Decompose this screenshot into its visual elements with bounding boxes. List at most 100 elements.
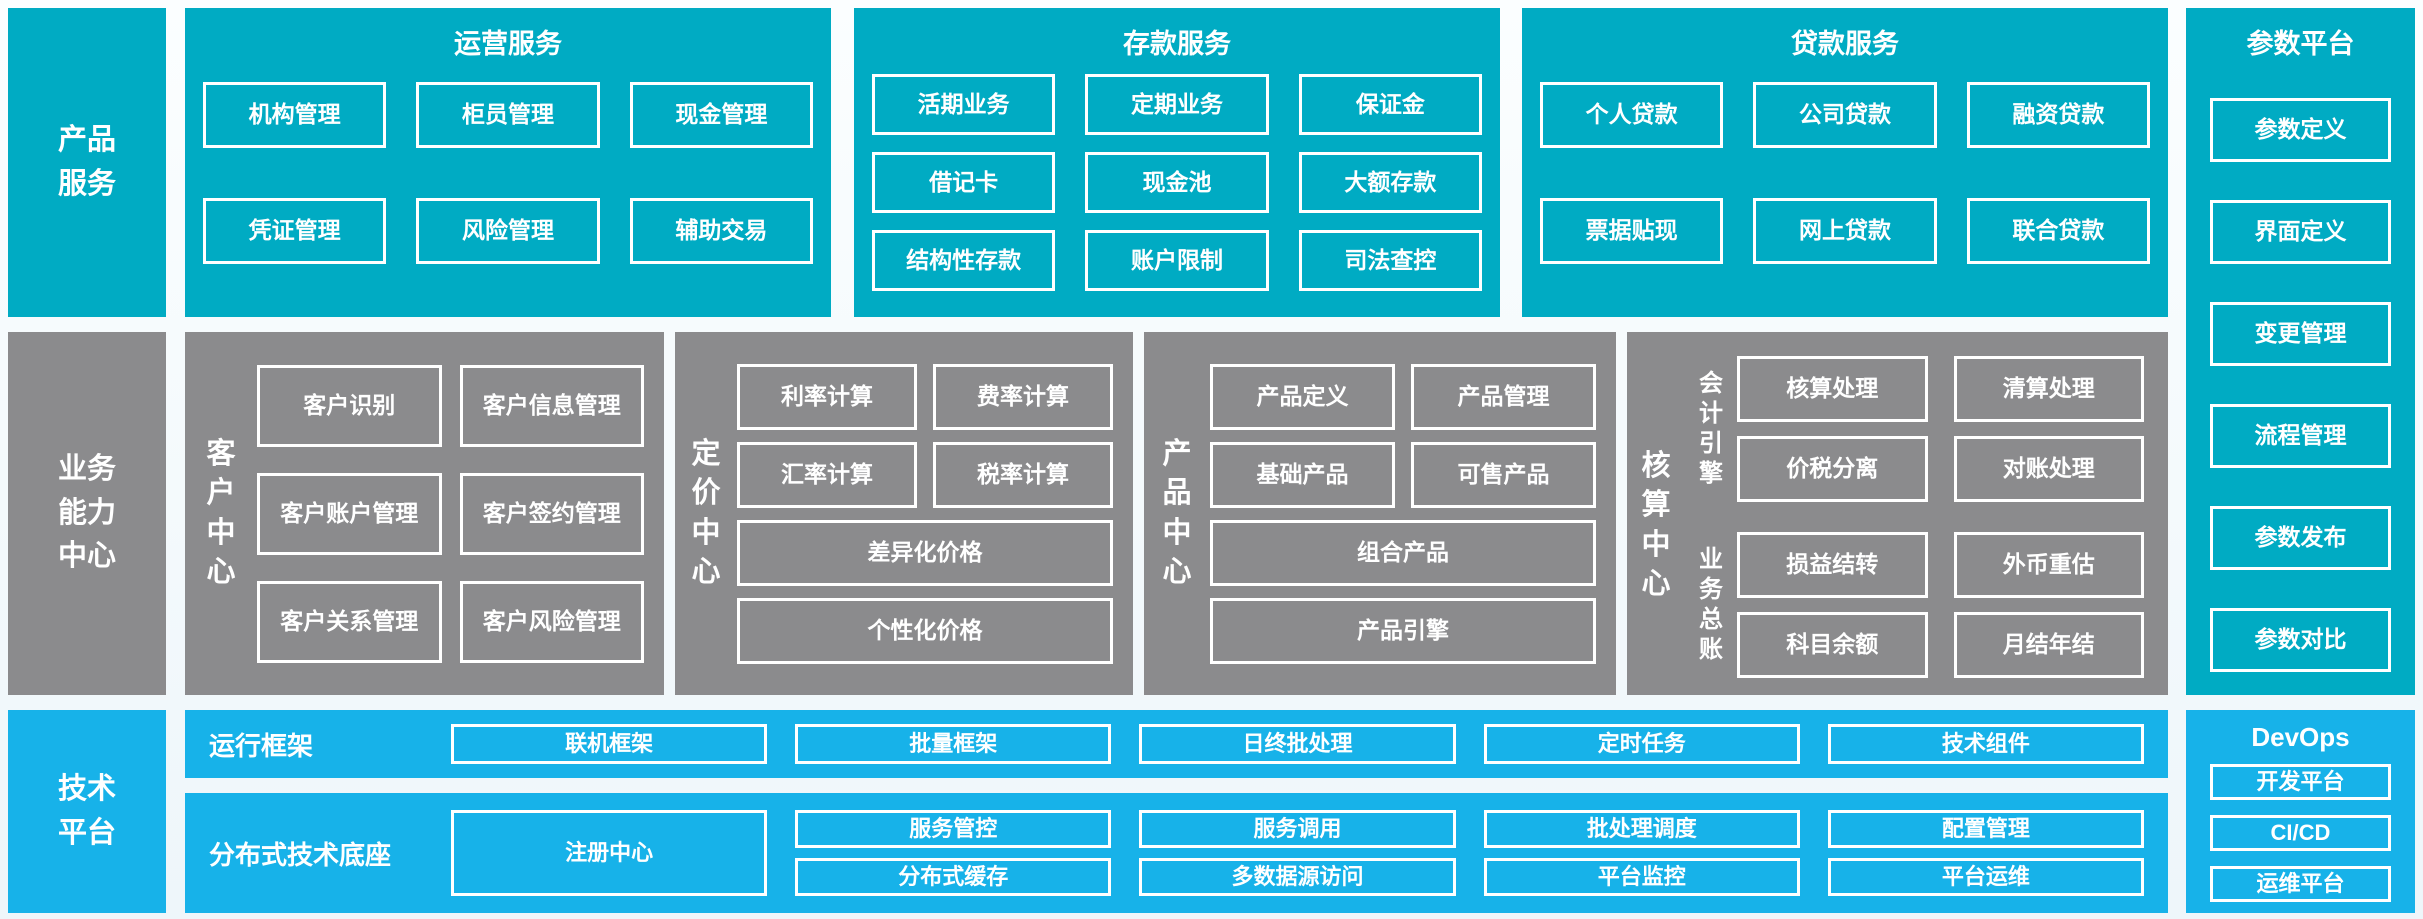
- margin-deposit-box: 保证金: [1298, 74, 1482, 135]
- personal-loan-box: 个人贷款: [1540, 82, 1724, 148]
- devops-boxes: 开发平台 CI/CD 运维平台: [2210, 764, 2391, 902]
- deposit-services-title: 存款服务: [1123, 29, 1231, 59]
- accounting-engine-label: 会 计 引 擎: [1699, 370, 1723, 487]
- customer-identification-box: 客户识别: [257, 365, 442, 447]
- institution-management-box: 机构管理: [203, 82, 387, 148]
- devops-title: DevOps: [2251, 722, 2350, 752]
- debit-card-box: 借记卡: [872, 152, 1056, 213]
- operations-services-group: 运营服务 机构管理 柜员管理 现金管理 凭证管理 风险管理 辅助交易: [185, 8, 831, 317]
- corporate-loan-box: 公司贷款: [1753, 82, 1937, 148]
- voucher-management-box: 凭证管理: [203, 198, 387, 264]
- eod-batch-box: 日终批处理: [1139, 724, 1456, 764]
- registry-center-box: 注册中心: [451, 810, 768, 896]
- tax-rate-calc-box: 税率计算: [933, 442, 1113, 508]
- business-capability-rail-label: 业务 能力 中心: [8, 332, 166, 695]
- accounting-engine-subgroup: 会 计 引 擎 核算处理 清算处理 价税分离 对账处理: [1685, 356, 2144, 502]
- reconciliation-processing-box: 对账处理: [1953, 436, 2144, 502]
- batch-framework-box: 批量框架: [795, 724, 1112, 764]
- operations-services-title: 运营服务: [454, 29, 562, 59]
- process-management-box: 流程管理: [2210, 404, 2391, 468]
- parameter-definition-box: 参数定义: [2210, 98, 2391, 162]
- account-restriction-box: 账户限制: [1085, 230, 1269, 291]
- parameter-compare-box: 参数对比: [2210, 608, 2391, 672]
- scheduled-task-box: 定时任务: [1483, 724, 1800, 764]
- sellable-product-box: 可售产品: [1411, 442, 1596, 508]
- pricing-center-label: 定 价 中 心: [691, 438, 721, 588]
- operations-services-grid: 机构管理 柜员管理 现金管理 凭证管理 风险管理 辅助交易: [203, 82, 813, 264]
- customer-center-group: 客 户 中 心 客户识别 客户信息管理 客户账户管理 客户签约管理 客户关系管理…: [185, 332, 664, 695]
- structured-deposit-box: 结构性存款: [872, 230, 1056, 291]
- pricing-center-group: 定 价 中 心 利率计算 费率计算 汇率计算 税率计算 差异化价格 个性化价格: [675, 332, 1133, 695]
- distributed-base-panel: 分布式技术底座 注册中心 服务管控 服务调用 批处理调度 配置管理 分布式缓存 …: [185, 793, 2168, 913]
- business-ledger-grid: 损益结转 外币重估 科目余额 月结年结: [1737, 532, 2144, 678]
- accounting-center-label: 核 算 中 心: [1641, 450, 1671, 600]
- online-loan-box: 网上贷款: [1753, 198, 1937, 264]
- time-deposit-box: 定期业务: [1085, 74, 1269, 135]
- exchange-rate-calc-box: 汇率计算: [737, 442, 917, 508]
- product-center-grid: 产品定义 产品管理 基础产品 可售产品 组合产品 产品引擎: [1210, 332, 1596, 695]
- judicial-control-box: 司法查控: [1298, 230, 1482, 291]
- interest-rate-calc-box: 利率计算: [737, 364, 917, 430]
- devops-group: DevOps 开发平台 CI/CD 运维平台: [2186, 710, 2415, 913]
- parameter-platform-title: 参数平台: [2246, 29, 2355, 59]
- platform-monitoring-box: 平台监控: [1483, 858, 1800, 896]
- distributed-base-grid: 注册中心 服务管控 服务调用 批处理调度 配置管理 分布式缓存 多数据源访问 平…: [451, 810, 2144, 896]
- customer-info-management-box: 客户信息管理: [459, 365, 644, 447]
- cash-pool-box: 现金池: [1085, 152, 1269, 213]
- product-center-group: 产 品 中 心 产品定义 产品管理 基础产品 可售产品 组合产品 产品引擎: [1144, 332, 1616, 695]
- product-management-box: 产品管理: [1411, 364, 1596, 430]
- runtime-framework-grid: 联机框架 批量框架 日终批处理 定时任务 技术组件: [451, 724, 2144, 764]
- loan-services-title: 贷款服务: [1791, 29, 1899, 59]
- tech-platform-rail-label: 技术 平台: [8, 710, 166, 913]
- profit-loss-carryover-box: 损益结转: [1737, 532, 1928, 598]
- syndicated-loan-box: 联合贷款: [1966, 198, 2150, 264]
- demand-deposit-box: 活期业务: [872, 74, 1056, 135]
- platform-ops-box: 平台运维: [1827, 858, 2144, 896]
- risk-management-box: 风险管理: [416, 198, 600, 264]
- product-definition-box: 产品定义: [1210, 364, 1395, 430]
- base-product-box: 基础产品: [1210, 442, 1395, 508]
- accounting-center-column: 会 计 引 擎 核算处理 清算处理 价税分离 对账处理 业 务 总 账 损益结转…: [1685, 356, 2144, 695]
- differentiated-pricing-box: 差异化价格: [737, 520, 1113, 586]
- personalized-pricing-box: 个性化价格: [737, 598, 1113, 664]
- month-year-end-close-box: 月结年结: [1953, 612, 2144, 678]
- customer-center-grid: 客户识别 客户信息管理 客户账户管理 客户签约管理 客户关系管理 客户风险管理: [257, 332, 644, 695]
- account-balance-box: 科目余额: [1737, 612, 1928, 678]
- accounting-processing-box: 核算处理: [1737, 356, 1928, 422]
- product-engine-box: 产品引擎: [1210, 598, 1596, 664]
- loan-services-group: 贷款服务 个人贷款 公司贷款 融资贷款 票据贴现 网上贷款 联合贷款: [1522, 8, 2168, 317]
- customer-center-label: 客 户 中 心: [206, 438, 236, 588]
- config-management-box: 配置管理: [1827, 810, 2144, 848]
- distributed-cache-box: 分布式缓存: [795, 858, 1112, 896]
- customer-risk-management-box: 客户风险管理: [459, 581, 644, 663]
- fee-rate-calc-box: 费率计算: [933, 364, 1113, 430]
- price-tax-separation-box: 价税分离: [1737, 436, 1928, 502]
- composite-product-box: 组合产品: [1210, 520, 1596, 586]
- fx-revaluation-box: 外币重估: [1953, 532, 2144, 598]
- tech-component-box: 技术组件: [1827, 724, 2144, 764]
- ci-cd-box: CI/CD: [2210, 815, 2391, 851]
- batch-scheduling-box: 批处理调度: [1483, 810, 1800, 848]
- service-invocation-box: 服务调用: [1139, 810, 1456, 848]
- business-ledger-label: 业 务 总 账: [1699, 546, 1723, 663]
- change-management-box: 变更管理: [2210, 302, 2391, 366]
- online-framework-box: 联机框架: [451, 724, 768, 764]
- parameter-release-box: 参数发布: [2210, 506, 2391, 570]
- large-deposit-box: 大额存款: [1298, 152, 1482, 213]
- runtime-framework-panel: 运行框架 联机框架 批量框架 日终批处理 定时任务 技术组件: [185, 710, 2168, 778]
- cash-management-box: 现金管理: [629, 82, 813, 148]
- accounting-engine-grid: 核算处理 清算处理 价税分离 对账处理: [1737, 356, 2144, 502]
- deposit-services-grid: 活期业务 定期业务 保证金 借记卡 现金池 大额存款 结构性存款 账户限制 司法…: [872, 74, 1482, 291]
- product-center-label: 产 品 中 心: [1162, 438, 1192, 588]
- customer-relationship-management-box: 客户关系管理: [257, 581, 442, 663]
- auxiliary-transaction-box: 辅助交易: [629, 198, 813, 264]
- deposit-services-group: 存款服务 活期业务 定期业务 保证金 借记卡 现金池 大额存款 结构性存款 账户…: [854, 8, 1500, 317]
- accounting-center-group: 核 算 中 心 会 计 引 擎 核算处理 清算处理 价税分离 对账处理 业 务 …: [1627, 332, 2168, 695]
- pricing-center-grid: 利率计算 费率计算 汇率计算 税率计算 差异化价格 个性化价格: [737, 332, 1113, 695]
- ops-platform-box: 运维平台: [2210, 866, 2391, 902]
- parameter-platform-boxes: 参数定义 界面定义 变更管理 流程管理 参数发布 参数对比: [2210, 98, 2391, 672]
- loan-services-grid: 个人贷款 公司贷款 融资贷款 票据贴现 网上贷款 联合贷款: [1540, 82, 2150, 264]
- financing-loan-box: 融资贷款: [1966, 82, 2150, 148]
- runtime-framework-label: 运行框架: [209, 730, 314, 761]
